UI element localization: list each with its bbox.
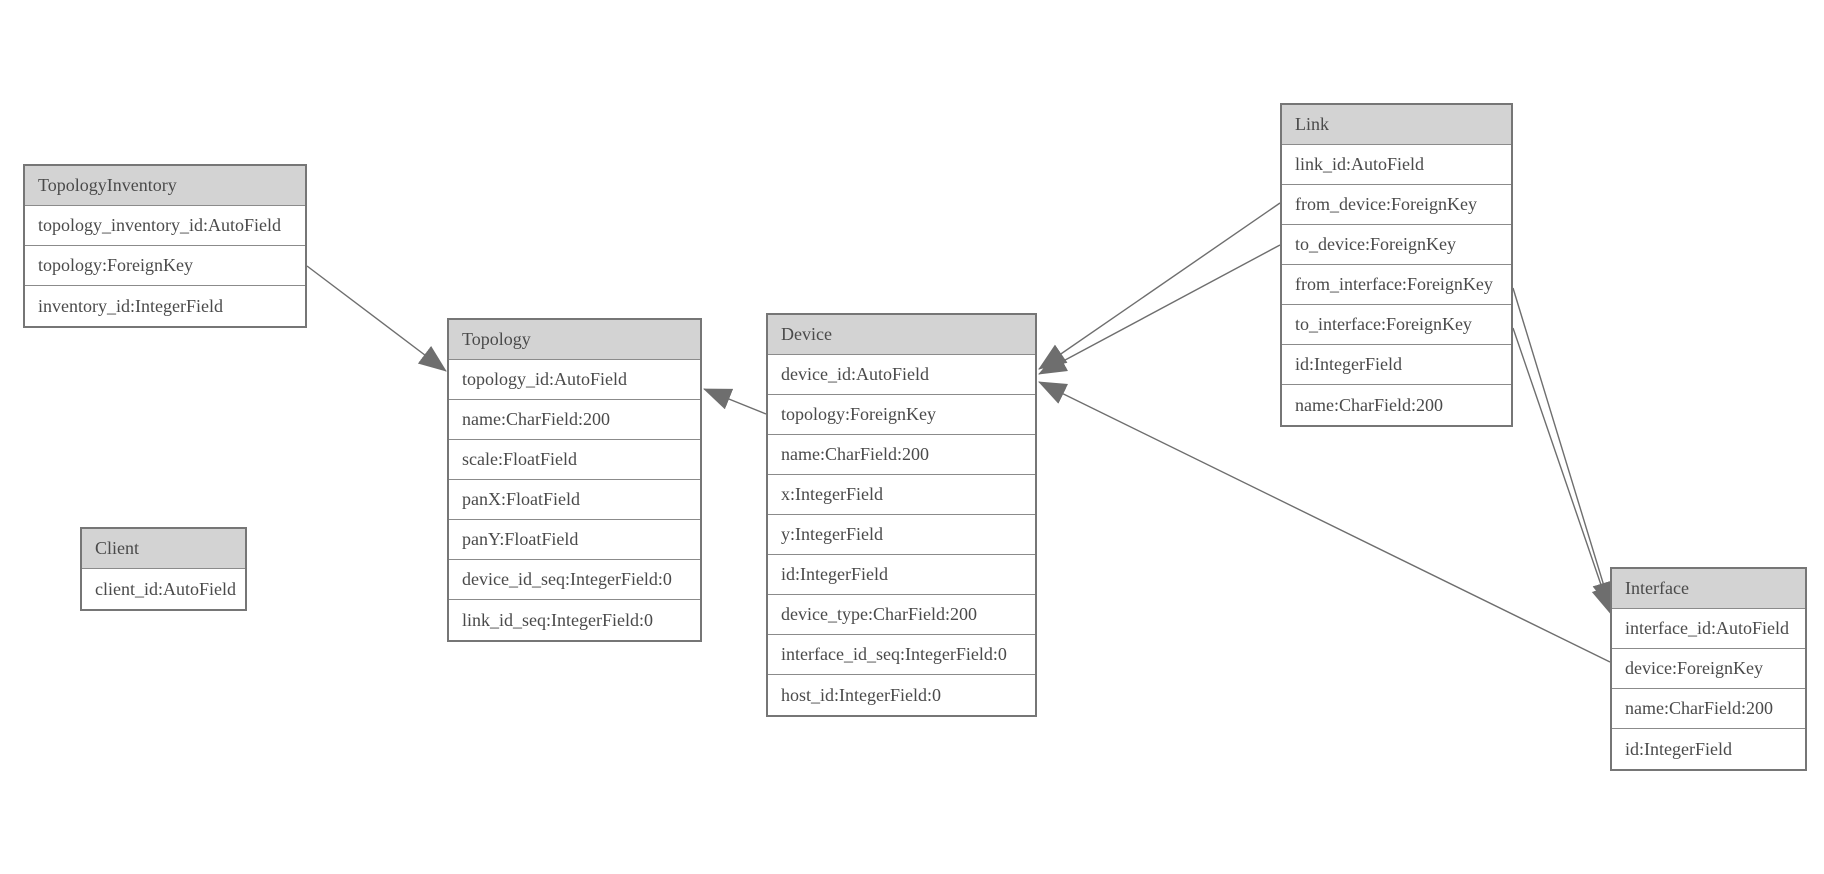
field-row-device-1: topology:ForeignKey xyxy=(768,395,1035,435)
relationship-line-5 xyxy=(1512,327,1613,615)
field-row-topology-2: scale:FloatField xyxy=(449,440,700,480)
entity-title-topology-inventory: TopologyInventory xyxy=(25,166,305,206)
field-row-link-3: from_interface:ForeignKey xyxy=(1282,265,1511,305)
entity-title-interface: Interface xyxy=(1612,569,1805,609)
field-row-topology-3: panX:FloatField xyxy=(449,480,700,520)
field-row-device-6: device_type:CharField:200 xyxy=(768,595,1035,635)
field-row-client-0: client_id:AutoField xyxy=(82,569,245,609)
field-row-device-4: y:IntegerField xyxy=(768,515,1035,555)
entity-title-link: Link xyxy=(1282,105,1511,145)
field-row-device-0: device_id:AutoField xyxy=(768,355,1035,395)
relationship-line-4 xyxy=(1512,287,1614,610)
entity-title-client: Client xyxy=(82,529,245,569)
relationship-line-3 xyxy=(1038,244,1281,375)
field-row-device-3: x:IntegerField xyxy=(768,475,1035,515)
field-row-device-5: id:IntegerField xyxy=(768,555,1035,595)
field-row-topology-inventory-2: inventory_id:IntegerField xyxy=(25,286,305,326)
field-row-interface-3: id:IntegerField xyxy=(1612,729,1805,769)
relationship-line-0 xyxy=(306,265,447,372)
field-row-device-2: name:CharField:200 xyxy=(768,435,1035,475)
field-row-topology-0: topology_id:AutoField xyxy=(449,360,700,400)
field-row-link-0: link_id:AutoField xyxy=(1282,145,1511,185)
relationship-line-2 xyxy=(1038,202,1281,370)
field-row-topology-inventory-1: topology:ForeignKey xyxy=(25,246,305,286)
field-row-topology-5: device_id_seq:IntegerField:0 xyxy=(449,560,700,600)
field-row-link-4: to_interface:ForeignKey xyxy=(1282,305,1511,345)
entity-title-topology: Topology xyxy=(449,320,700,360)
field-row-topology-1: name:CharField:200 xyxy=(449,400,700,440)
relationship-line-1 xyxy=(703,388,767,415)
field-row-link-6: name:CharField:200 xyxy=(1282,385,1511,425)
field-row-topology-inventory-0: topology_inventory_id:AutoField xyxy=(25,206,305,246)
field-row-interface-0: interface_id:AutoField xyxy=(1612,609,1805,649)
entity-title-device: Device xyxy=(768,315,1035,355)
field-row-device-8: host_id:IntegerField:0 xyxy=(768,675,1035,715)
field-row-link-2: to_device:ForeignKey xyxy=(1282,225,1511,265)
field-row-topology-6: link_id_seq:IntegerField:0 xyxy=(449,600,700,640)
field-row-topology-4: panY:FloatField xyxy=(449,520,700,560)
field-row-link-1: from_device:ForeignKey xyxy=(1282,185,1511,225)
field-row-interface-1: device:ForeignKey xyxy=(1612,649,1805,689)
field-row-link-5: id:IntegerField xyxy=(1282,345,1511,385)
field-row-device-7: interface_id_seq:IntegerField:0 xyxy=(768,635,1035,675)
field-row-interface-2: name:CharField:200 xyxy=(1612,689,1805,729)
